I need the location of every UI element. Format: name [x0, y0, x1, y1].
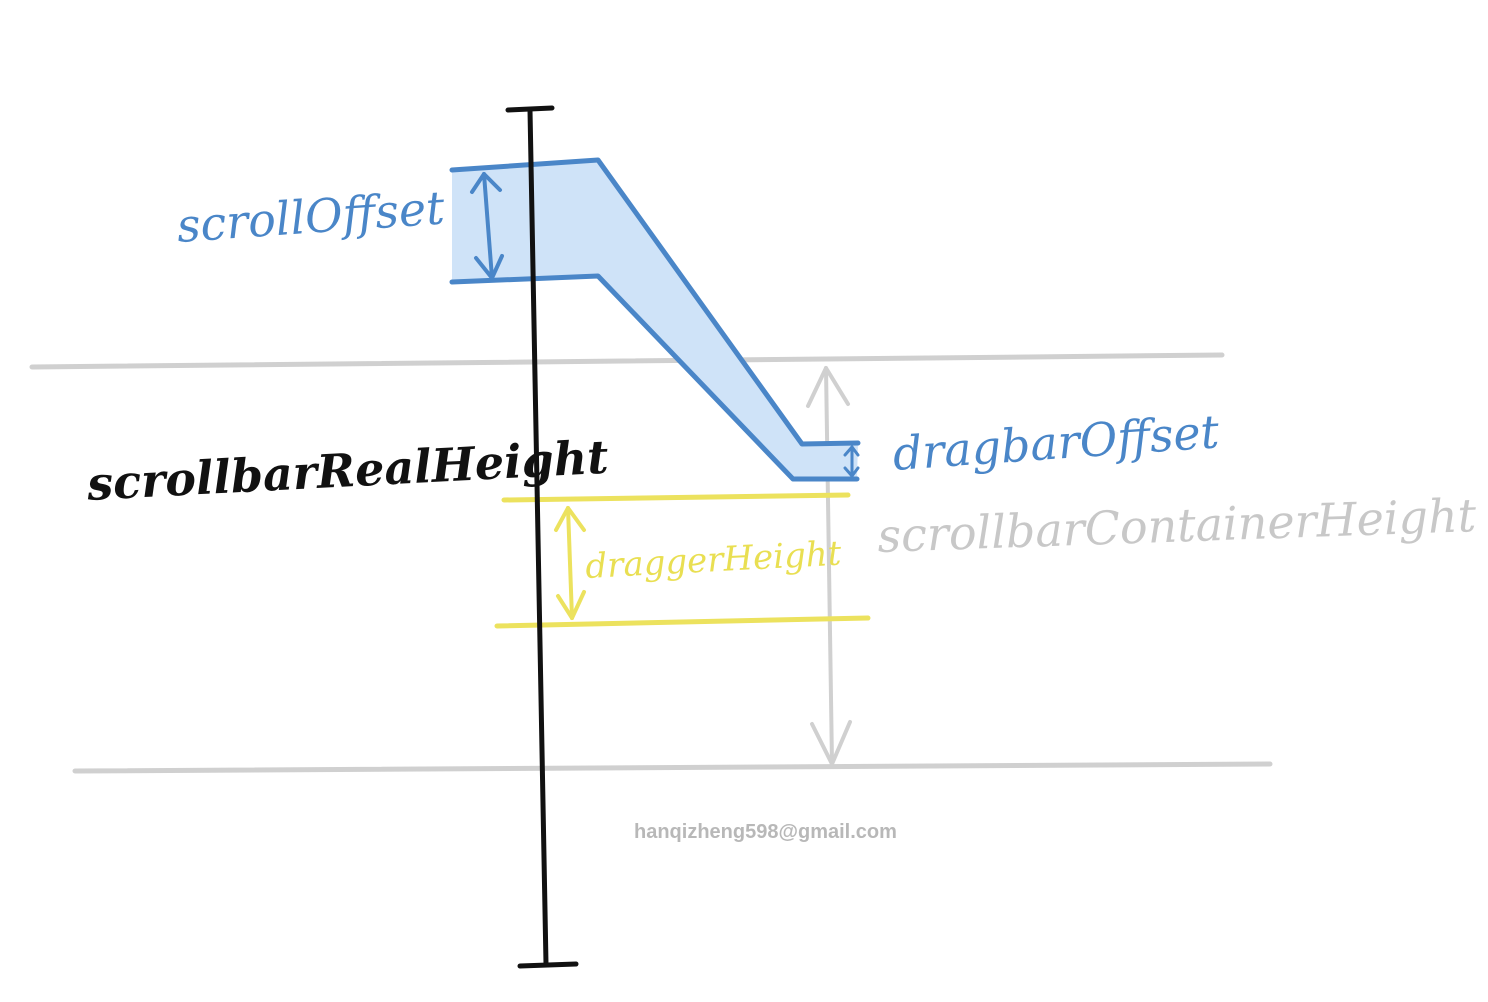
dragbar-offset-arrow	[843, 445, 860, 478]
dragger-height-label: draggerHeight	[584, 534, 842, 587]
container-height-arrow	[806, 366, 852, 766]
scrollbar-container-height-label: scrollbarContainerHeight	[876, 488, 1477, 563]
container-top-line	[29, 352, 1225, 370]
dragger-height-arrow	[554, 506, 586, 620]
offset-mapping-band	[452, 160, 858, 479]
dragger-bottom-line	[494, 615, 871, 629]
container-bottom-line	[72, 761, 1273, 774]
offset-mapping-band-edges	[449, 157, 861, 482]
scroll-axis	[505, 105, 579, 969]
watermark-text: hanqizheng598@gmail.com	[634, 821, 897, 843]
scroll-offset-label: scrollOffset	[175, 180, 447, 253]
scroll-offset-arrow	[470, 172, 504, 280]
dragger-top-line	[501, 492, 851, 503]
dragbar-offset-label: dragbarOffset	[891, 404, 1221, 481]
